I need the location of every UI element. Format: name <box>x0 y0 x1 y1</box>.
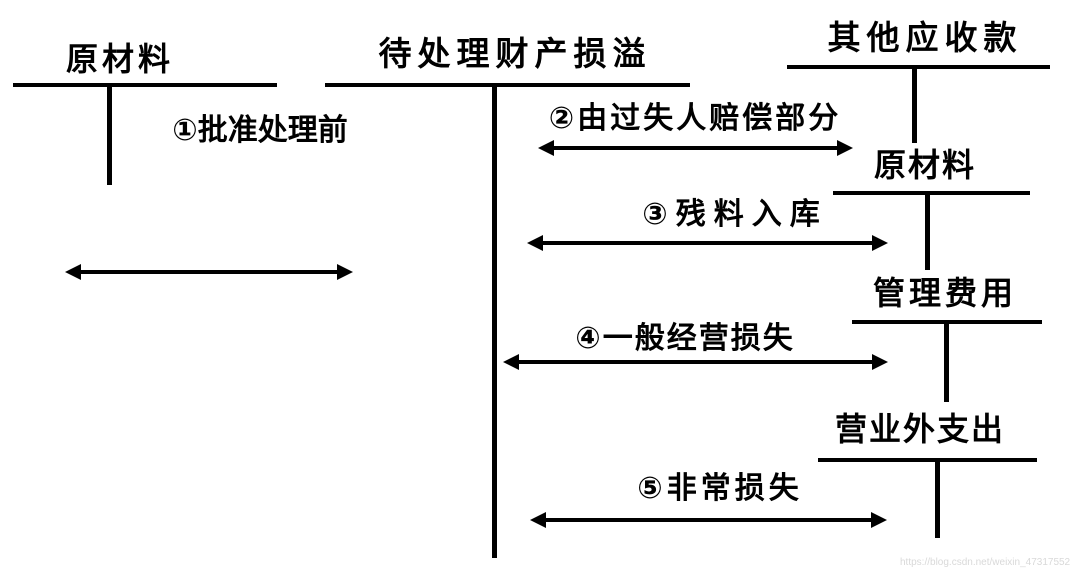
t-line-horizontal-other-receivables <box>787 65 1050 69</box>
arrow-shaft <box>535 241 880 245</box>
t-line-horizontal-non-operating-expense <box>818 458 1037 462</box>
account-title-admin-expense: 管理费用 <box>872 275 1017 311</box>
flow-label-fault-compensation: ②由过失人赔偿部分 <box>548 102 842 135</box>
arrow-shaft <box>511 360 880 364</box>
account-title-raw-materials-right: 原材料 <box>873 147 976 183</box>
arrowhead-right-icon <box>837 140 853 156</box>
arrowhead-right-icon <box>337 264 353 280</box>
flow-arrow-general-operating-loss <box>503 353 888 371</box>
t-line-vertical-pending-property-loss <box>492 83 497 558</box>
arrowhead-right-icon <box>872 235 888 251</box>
t-line-horizontal-pending-property-loss <box>325 83 690 87</box>
arrow-shaft <box>73 270 345 274</box>
account-title-other-receivables: 其他应收款 <box>827 19 1023 56</box>
t-line-horizontal-raw-materials-left <box>13 83 277 87</box>
watermark-url: https://blog.csdn.net/weixin_47317552 <box>900 557 1071 568</box>
account-title-pending-property-loss: 待处理财产损溢 <box>378 35 652 72</box>
account-title-non-operating-expense: 营业外支出 <box>834 411 1005 447</box>
t-line-vertical-admin-expense <box>944 320 949 402</box>
account-title-raw-materials-left: 原材料 <box>65 41 174 77</box>
flow-arrow-fault-compensation <box>538 139 853 157</box>
flow-label-scrap-into-warehouse: ③残料入库 <box>642 198 828 231</box>
flow-label-before-approval: ①批准处理前 <box>172 114 348 147</box>
flow-label-extraordinary-loss: ⑤非常损失 <box>637 472 803 505</box>
t-line-horizontal-raw-materials-right <box>833 191 1030 195</box>
flow-label-general-operating-loss: ④一般经营损失 <box>575 322 795 355</box>
flow-arrow-extraordinary-loss <box>530 511 887 529</box>
arrowhead-right-icon <box>871 512 887 528</box>
flow-arrow-scrap-into-warehouse <box>527 234 888 252</box>
arrowhead-right-icon <box>872 354 888 370</box>
t-line-vertical-other-receivables <box>912 65 917 143</box>
t-line-vertical-non-operating-expense <box>935 458 940 538</box>
arrow-shaft <box>538 518 879 522</box>
flow-arrow-before-approval <box>65 263 353 281</box>
t-line-vertical-raw-materials-left <box>107 83 112 185</box>
arrow-shaft <box>546 146 845 150</box>
t-line-vertical-raw-materials-right <box>925 191 930 270</box>
